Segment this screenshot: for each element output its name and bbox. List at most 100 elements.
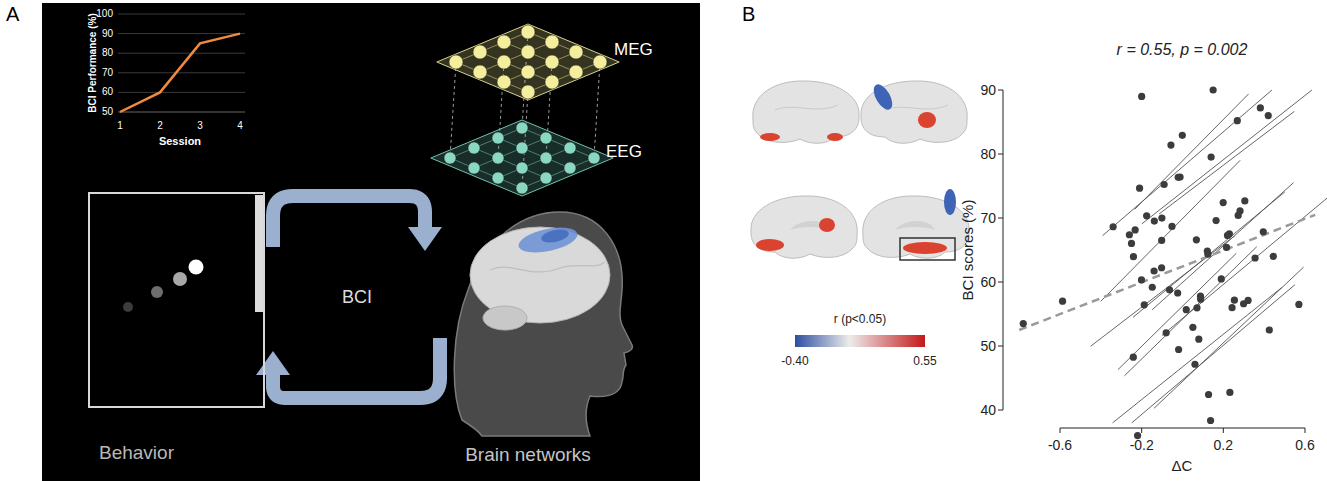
data-point: [1168, 223, 1175, 230]
data-point: [1175, 346, 1182, 353]
colorbar: [795, 335, 925, 347]
data-point: [1161, 181, 1168, 188]
network-node: [593, 55, 607, 69]
panel-letter: B: [742, 3, 755, 26]
axis-title: BCI Performance (%): [87, 13, 99, 112]
network-node: [588, 152, 600, 164]
axis-title: BCI scores (%): [959, 200, 976, 301]
network-node: [516, 142, 528, 154]
network-edge: [522, 128, 594, 158]
stat-annotation: r = 0.55, p = 0.002: [1117, 41, 1248, 59]
data-point: [1166, 286, 1173, 293]
panel-letter: A: [6, 3, 19, 26]
brain-sulcus: [775, 105, 838, 110]
network-node: [545, 55, 559, 69]
activation-patch: [516, 223, 579, 257]
data-point: [1136, 185, 1143, 192]
data-point: [1218, 275, 1225, 282]
subject-fit-line: [1142, 90, 1312, 224]
data-point: [1151, 217, 1158, 224]
network-node: [473, 45, 487, 59]
scatter-data: [1019, 86, 1327, 439]
network-node: [540, 172, 552, 184]
brain-sulcus: [885, 105, 948, 110]
axis-tick: [998, 218, 1003, 219]
sensor-plane: [431, 120, 613, 196]
network-edge: [450, 158, 522, 188]
network-edge: [498, 148, 570, 178]
loop-label: BCI: [342, 287, 372, 308]
subject-fit-line: [1133, 192, 1285, 317]
data-point: [1141, 301, 1148, 308]
data-point: [1126, 231, 1133, 238]
group-fit-line: [1019, 215, 1315, 330]
subject-fit-line: [1103, 90, 1272, 236]
data-point: [1149, 284, 1156, 291]
network-node: [521, 45, 535, 59]
data-point: [1158, 237, 1165, 244]
data-point: [1130, 253, 1137, 260]
node-heading: Behavior: [99, 442, 174, 464]
network-node: [516, 182, 528, 194]
axis-tick: [998, 90, 1003, 91]
loop-arrow: [273, 338, 440, 398]
network-node: [564, 162, 576, 174]
data-point: [1143, 212, 1150, 219]
axis-tick: [1141, 428, 1142, 433]
data-point: [1208, 153, 1215, 160]
axis-tick-label: 90: [980, 82, 996, 98]
subject-fit-line: [1159, 111, 1294, 214]
layer-label: EEG: [606, 142, 642, 162]
data-point: [1223, 244, 1230, 251]
axis-tick-label: 70: [102, 67, 113, 79]
subject-fit-line: [1118, 253, 1236, 369]
layer-link: [450, 62, 456, 158]
data-point: [1179, 132, 1186, 139]
brain-sulcus: [490, 262, 605, 272]
subject-fit-line: [1162, 194, 1327, 335]
network-node: [540, 152, 552, 164]
network-edge: [474, 138, 546, 168]
axis-line: [1060, 428, 1305, 429]
behavior-screen: Behavior: [88, 192, 265, 408]
subject-fit-line: [1101, 160, 1240, 301]
data-point: [1128, 240, 1135, 247]
network-edge: [498, 138, 570, 168]
data-point: [1260, 228, 1267, 235]
network-node: [444, 152, 456, 164]
axis-tick-label: 60: [102, 87, 113, 99]
data-point: [1226, 389, 1233, 396]
axis-tick-label: 80: [980, 146, 996, 162]
data-point: [1163, 329, 1170, 336]
grid-line: [118, 53, 245, 54]
network-node: [497, 75, 511, 89]
subject-fit-line: [1135, 94, 1249, 209]
axis-tick-label: -0.2: [1130, 437, 1154, 453]
data-point: [1270, 253, 1277, 260]
network-node: [521, 85, 535, 99]
data-point: [1266, 326, 1273, 333]
axis-tick-label: 50: [102, 106, 113, 118]
network-node: [492, 152, 504, 164]
data-point: [1158, 264, 1165, 271]
data-point: [1220, 199, 1227, 206]
network-edge: [474, 148, 546, 178]
data-point: [1132, 226, 1139, 233]
network-node: [569, 65, 583, 79]
brain-lateral-right: [861, 81, 967, 143]
data-point: [1150, 267, 1157, 274]
axis-tick-label: 4: [237, 120, 243, 132]
data-point: [1175, 174, 1182, 181]
network-node: [564, 142, 576, 154]
performance-line: [120, 34, 240, 112]
data-point: [1189, 324, 1196, 331]
axis-tick: [998, 282, 1003, 283]
network-edge: [480, 52, 552, 82]
subject-fit-line: [1132, 285, 1295, 423]
loop-arrow: [273, 196, 425, 247]
network-node: [473, 65, 487, 79]
data-point: [1210, 86, 1217, 93]
axis-tick-label: 90: [102, 28, 113, 40]
